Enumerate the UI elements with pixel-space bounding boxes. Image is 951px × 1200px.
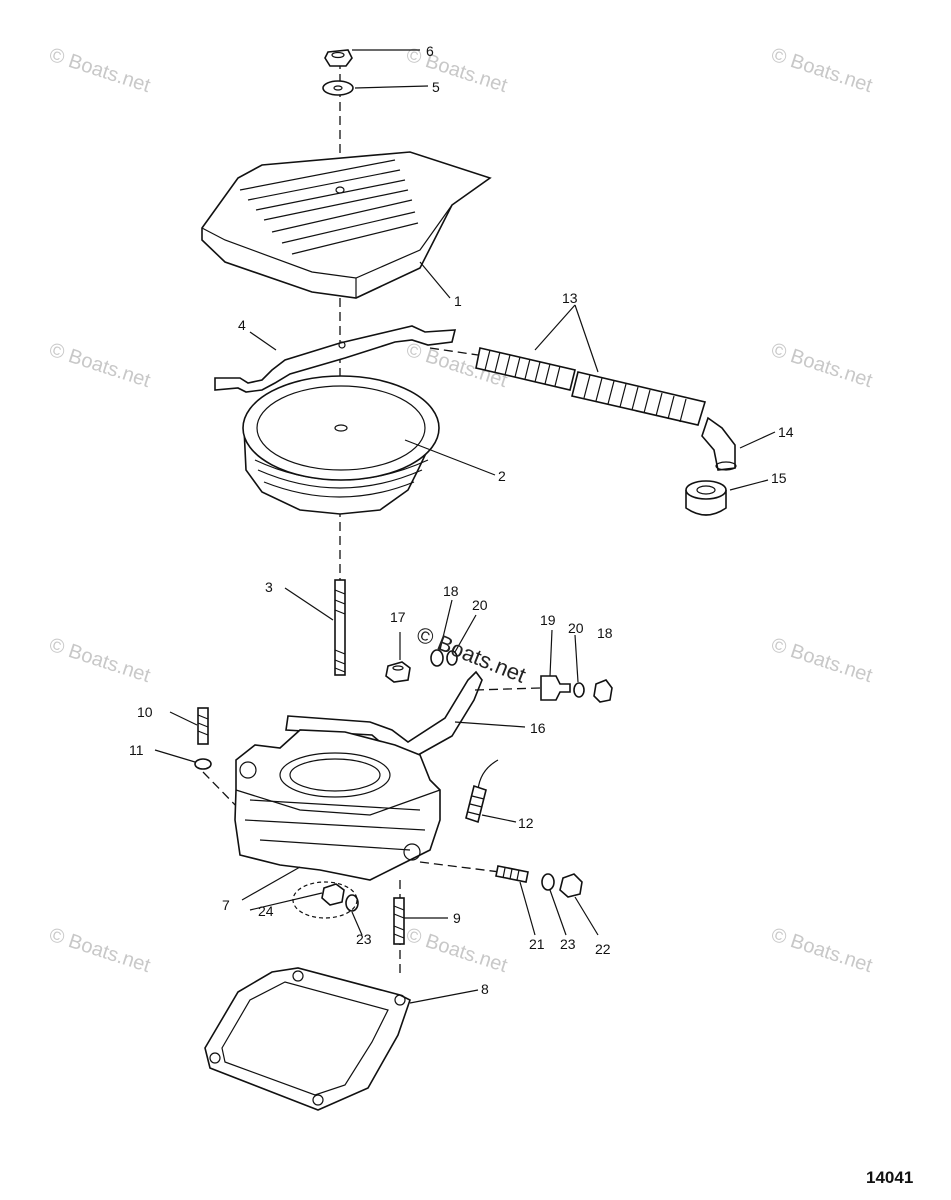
callout-17: 17 [390,609,406,625]
callout-18-right: 18 [597,625,613,641]
callout-20-right: 20 [568,620,584,636]
part-4-bracket [214,325,457,393]
watermark: © Boats.net [46,44,153,97]
callout-12: 12 [518,815,534,831]
callout-6: 6 [426,43,434,59]
callout-14: 14 [778,424,794,440]
callout-8: 8 [481,981,489,997]
part-5-washer [322,80,354,96]
leader-lines [154,49,776,1004]
callout-10: 10 [137,704,153,720]
callout-24: 24 [258,903,274,919]
watermark: © Boats.net [768,924,875,977]
callout-1: 1 [454,293,462,309]
callout-20-upper: 20 [472,597,488,613]
axis-10 [202,771,241,811]
part-1-cover [201,151,492,299]
figure-number: 14041 [866,1168,913,1187]
callout-19: 19 [540,612,556,628]
part-15-grommet [685,480,727,516]
callout-5: 5 [432,79,440,95]
callout-7: 7 [222,897,230,913]
part-21-stud [495,865,529,883]
part-9-stud [393,897,405,945]
watermark: © Boats.net [768,634,875,687]
watermark: © Boats.net [768,339,875,392]
callout-2: 2 [498,468,506,484]
part-2-flame-arrestor [242,375,440,515]
part-13-hoses [429,347,707,426]
part-18-nut [593,679,613,703]
part-12-spring [465,759,499,824]
part-23-washer-right [541,873,555,891]
callout-21: 21 [529,936,545,952]
part-17-nut [385,661,411,683]
part-10-screw [197,707,209,745]
part-22-nut [559,873,583,898]
callout-11: 11 [129,742,144,758]
part-7-carburetor [234,729,441,881]
watermark: © Boats.net [46,924,153,977]
part-24-nut [321,883,345,906]
callout-9: 9 [453,910,461,926]
callout-23-right: 23 [560,936,576,952]
part-3-stud [334,579,346,676]
callout-4: 4 [238,317,246,333]
axis-19 [474,687,541,691]
callout-16: 16 [530,720,546,736]
watermark: © Boats.net [46,634,153,687]
axis-21 [419,861,501,873]
part-6-nut [324,49,353,67]
part-8-gasket [204,967,411,1111]
callouts: 6 5 1 4 13 2 14 15 3 18 20 17 19 20 18 1… [129,43,794,997]
watermark: © Boats.net [403,44,510,97]
watermark: © Boats.net [46,339,153,392]
part-20-washer [573,682,585,698]
watermark: © Boats.net [403,924,510,977]
callout-15: 15 [771,470,787,486]
part-11-washer [194,758,212,770]
watermark: © Boats.net [768,44,875,97]
part-19-screw [540,675,571,701]
part-14-elbow-fitting [701,416,737,471]
callout-13: 13 [562,290,578,306]
part-18-20-washers-upper [430,649,458,667]
callout-22: 22 [595,941,611,957]
callout-3: 3 [265,579,273,595]
callout-23-left: 23 [356,931,372,947]
callout-18-upper: 18 [443,583,459,599]
